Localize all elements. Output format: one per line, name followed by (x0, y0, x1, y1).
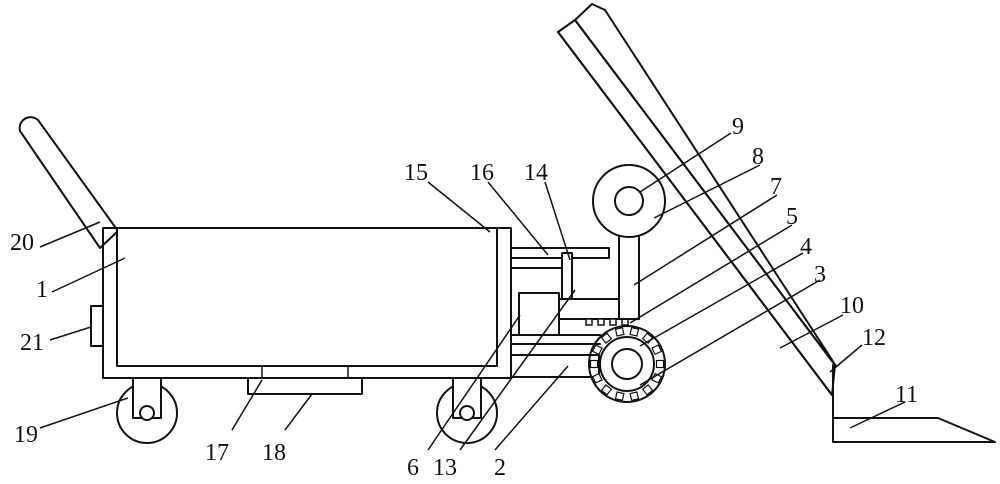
label-10: 10 (840, 293, 864, 319)
label-5: 5 (786, 204, 798, 230)
gear-wheel (588, 325, 666, 403)
gear-tooth (600, 332, 613, 344)
vertical-post (618, 229, 640, 320)
label-15: 15 (404, 160, 428, 186)
label-18: 18 (262, 440, 286, 466)
arm-teeth (585, 318, 629, 326)
label-11: 11 (895, 382, 918, 408)
label-19: 19 (14, 422, 38, 448)
gear-tooth (614, 326, 625, 337)
incline-rails (557, 3, 837, 441)
cart-body (102, 227, 512, 379)
bottom-base (247, 366, 363, 395)
gear-tooth (614, 391, 625, 402)
rear-wheel (116, 377, 178, 444)
label-7: 7 (770, 174, 782, 200)
gear-tooth (589, 359, 599, 369)
label-2: 2 (494, 455, 506, 481)
part-labels: 20 1 21 19 17 18 15 16 14 6 13 2 9 8 7 5… (10, 114, 918, 481)
gear-tooth (629, 391, 640, 402)
shovel-blade (832, 417, 996, 443)
front-wheel (436, 377, 498, 444)
label-3: 3 (814, 262, 826, 288)
gear-tooth (651, 344, 663, 356)
gear-tooth (655, 359, 665, 369)
motor-block (518, 292, 560, 336)
push-handle (18, 116, 119, 249)
label-1: 1 (36, 277, 48, 303)
upper-rod (510, 247, 610, 300)
label-4: 4 (800, 234, 812, 260)
gear-tooth (591, 372, 603, 384)
gear-tooth (641, 384, 654, 396)
label-20: 20 (10, 230, 34, 256)
label-12: 12 (862, 325, 886, 351)
front-block (90, 305, 104, 347)
label-6: 6 (407, 455, 419, 481)
linkage-plates (510, 334, 601, 378)
upper-drum (592, 164, 666, 238)
leader-lines (39, 132, 906, 451)
label-17: 17 (205, 440, 229, 466)
label-8: 8 (752, 144, 764, 170)
label-9: 9 (732, 114, 744, 140)
gear-tooth (629, 326, 640, 337)
label-13: 13 (433, 455, 457, 481)
gear-tooth (591, 344, 603, 356)
label-14: 14 (524, 160, 548, 186)
gear-tooth (600, 384, 613, 396)
label-16: 16 (470, 160, 494, 186)
label-21: 21 (20, 330, 44, 356)
